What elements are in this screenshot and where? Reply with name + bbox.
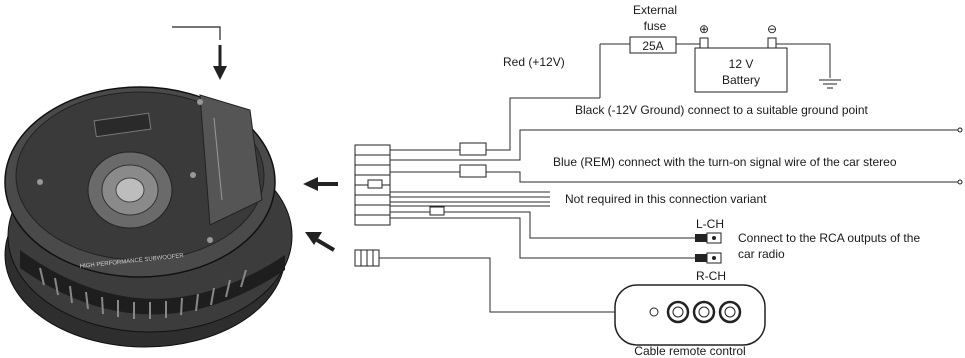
minus-symbol: ⊖ <box>767 22 777 36</box>
remote-plug-icon <box>354 249 380 267</box>
blue-wire-label: Blue (REM) connect with the turn-on sign… <box>553 155 897 169</box>
black-wire-label: Black (-12V Ground) connect to a suitabl… <box>575 103 869 117</box>
battery-label-line1: 12 V <box>729 57 754 71</box>
fuse-icon <box>600 36 700 54</box>
main-plug-icon <box>354 144 391 226</box>
fuse-rating: 25A <box>642 39 663 53</box>
remote-label: Cable remote control <box>634 344 745 358</box>
rca-right-label: R-CH <box>696 269 726 283</box>
rca-note-line2: car radio <box>738 247 785 261</box>
rca-left-label: L-CH <box>696 217 724 231</box>
red-wire-label: Red (+12V) <box>503 55 565 69</box>
battery-icon <box>694 37 788 93</box>
left-arrow-icon <box>305 232 336 252</box>
rca-plug-icon <box>695 252 722 264</box>
rca-note-line1: Connect to the RCA outputs of the <box>738 231 920 245</box>
remote-control-icon <box>614 284 766 346</box>
allen-key-icon <box>172 26 221 40</box>
fuse-label-line1: External <box>633 3 677 17</box>
rca-plug-icon <box>695 232 722 244</box>
left-arrow-icon <box>303 177 338 191</box>
battery-label-line2: Battery <box>722 73 760 87</box>
down-arrow-icon <box>213 45 227 80</box>
ground-icon <box>819 79 841 89</box>
fuse-label-line2: fuse <box>644 19 667 33</box>
plus-symbol: ⊕ <box>699 22 709 36</box>
subwoofer-unit: HIGH PERFORMANCE SUBWOOFER <box>4 86 293 348</box>
not-required-label: Not required in this connection variant <box>565 192 767 206</box>
